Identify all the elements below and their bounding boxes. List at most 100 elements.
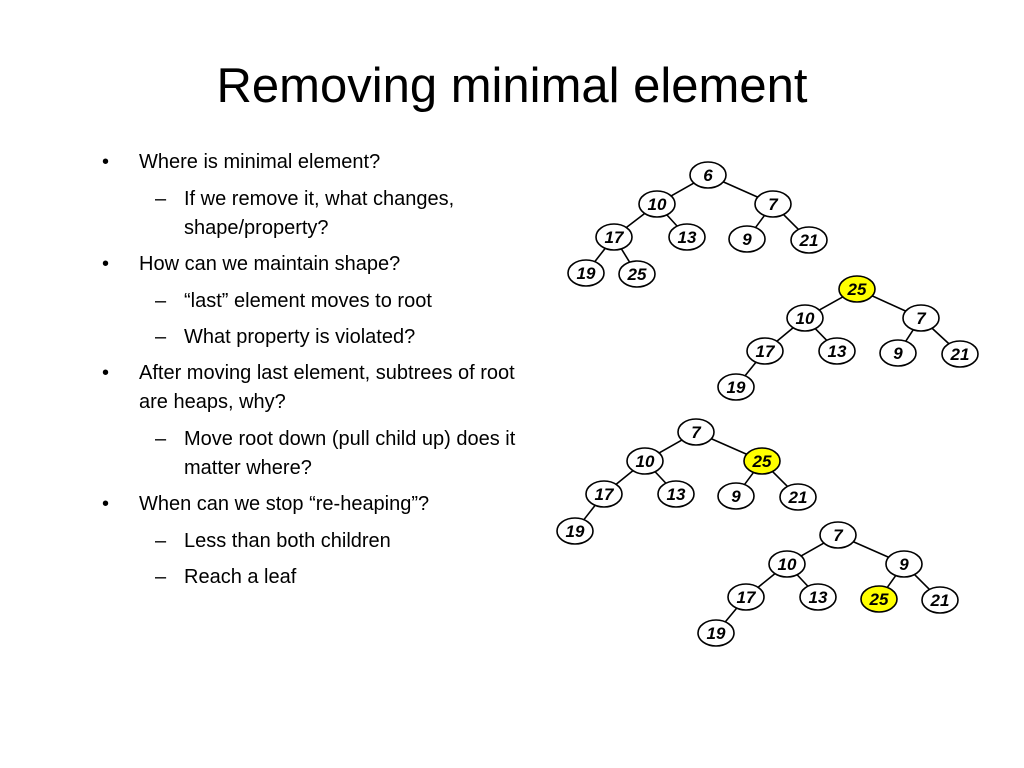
node-label: 13	[809, 588, 828, 607]
tree-edge	[615, 470, 634, 485]
tree-edge	[886, 575, 897, 588]
node-label: 25	[847, 280, 867, 299]
node-ellipse	[779, 483, 817, 511]
bullet-item: •Where is minimal element?	[98, 148, 528, 177]
tree-edge	[800, 542, 825, 557]
tree-node: 7	[754, 190, 792, 218]
tree-node-highlighted: 25	[743, 447, 781, 475]
node-label: 19	[707, 624, 726, 643]
tree-edge	[583, 504, 596, 521]
tree-node: 13	[668, 223, 706, 251]
tree-edge	[744, 361, 757, 377]
tree-edge	[743, 471, 755, 486]
node-ellipse	[790, 226, 828, 254]
node-ellipse	[556, 517, 594, 545]
node-ellipse	[626, 447, 664, 475]
node-ellipse	[838, 275, 876, 303]
node-ellipse	[786, 304, 824, 332]
node-ellipse	[902, 304, 940, 332]
tree-node: 10	[786, 304, 824, 332]
node-label: 10	[796, 309, 815, 328]
dash-marker: –	[155, 326, 167, 348]
tree-node: 19	[697, 619, 735, 647]
sub-bullet-item: –What property is violated?	[98, 323, 528, 352]
tree-edge	[625, 212, 646, 229]
node-label: 17	[595, 485, 615, 504]
slide-title: Removing minimal element	[216, 59, 808, 113]
tree-node: 21	[790, 226, 828, 254]
node-ellipse	[618, 260, 656, 288]
node-ellipse	[717, 373, 755, 401]
node-ellipse	[657, 480, 695, 508]
node-label: 17	[605, 228, 625, 247]
bullet-text: After moving last element, subtrees of r…	[139, 362, 515, 413]
sub-bullet-item: –Less than both children	[98, 527, 528, 556]
node-label: 25	[752, 452, 772, 471]
tree-edge	[654, 471, 667, 484]
dash-marker: –	[155, 530, 167, 552]
sub-bullet-item: –“last” element moves to root	[98, 287, 528, 316]
dash-marker: –	[155, 188, 167, 210]
node-label: 7	[768, 195, 779, 214]
tree-edge	[620, 248, 631, 263]
tree-node: 10	[768, 550, 806, 578]
node-label: 9	[899, 555, 909, 574]
tree-edge	[771, 470, 789, 488]
node-label: 19	[727, 378, 746, 397]
tree-node: 10	[626, 447, 664, 475]
node-ellipse	[689, 161, 727, 189]
bullet-text: Reach a leaf	[184, 566, 297, 588]
node-label: 17	[756, 342, 776, 361]
bullet-text: If we remove it, what changes, shape/pro…	[184, 188, 455, 239]
tree-node: 19	[556, 517, 594, 545]
bullet-marker: •	[102, 362, 110, 384]
tree-edge	[905, 329, 914, 342]
tree-edge	[594, 247, 606, 263]
tree-edge	[913, 573, 931, 591]
node-label: 7	[691, 423, 702, 442]
tree-node-highlighted: 25	[838, 275, 876, 303]
bullet-text: How can we maintain shape?	[139, 253, 401, 275]
bullet-list: •Where is minimal element?–If we remove …	[98, 148, 528, 599]
tree-node: 21	[921, 586, 959, 614]
bullet-marker: •	[102, 151, 110, 173]
tree-edge	[754, 214, 766, 229]
tree-node: 9	[879, 339, 917, 367]
node-label: 21	[788, 488, 808, 507]
node-ellipse	[743, 447, 781, 475]
tree-edge	[818, 296, 844, 311]
tree-node: 17	[585, 480, 623, 508]
bullet-text: When can we stop “re-heaping”?	[139, 493, 430, 515]
tree-edge	[722, 181, 759, 198]
node-ellipse	[595, 223, 633, 251]
node-ellipse	[879, 339, 917, 367]
node-ellipse	[860, 585, 898, 613]
bullet-marker: •	[102, 493, 110, 515]
bullet-item: • When can we stop “re-heaping”?	[98, 490, 528, 519]
tree-node: 25	[618, 260, 656, 288]
node-label: 13	[667, 485, 686, 504]
tree-node-highlighted: 25	[860, 585, 898, 613]
node-label: 9	[742, 230, 752, 249]
tree-node: 7	[677, 418, 715, 446]
node-label: 21	[930, 591, 950, 610]
node-label: 10	[636, 452, 655, 471]
tree-node: 21	[941, 340, 979, 368]
tree-node: 19	[717, 373, 755, 401]
node-label: 13	[828, 342, 847, 361]
node-ellipse	[941, 340, 979, 368]
node-ellipse	[754, 190, 792, 218]
node-label: 25	[627, 265, 647, 284]
sub-bullet-item: –If we remove it, what changes, shape/pr…	[98, 185, 528, 243]
node-ellipse	[727, 583, 765, 611]
node-label: 21	[799, 231, 819, 250]
tree-node: 19	[567, 259, 605, 287]
tree-node: 9	[717, 482, 755, 510]
tree-node: 13	[799, 583, 837, 611]
sub-bullet-item: –Move root down (pull child up) does it …	[98, 425, 528, 483]
node-ellipse	[885, 550, 923, 578]
tree-node: 17	[595, 223, 633, 251]
bullet-text: Less than both children	[184, 530, 391, 552]
